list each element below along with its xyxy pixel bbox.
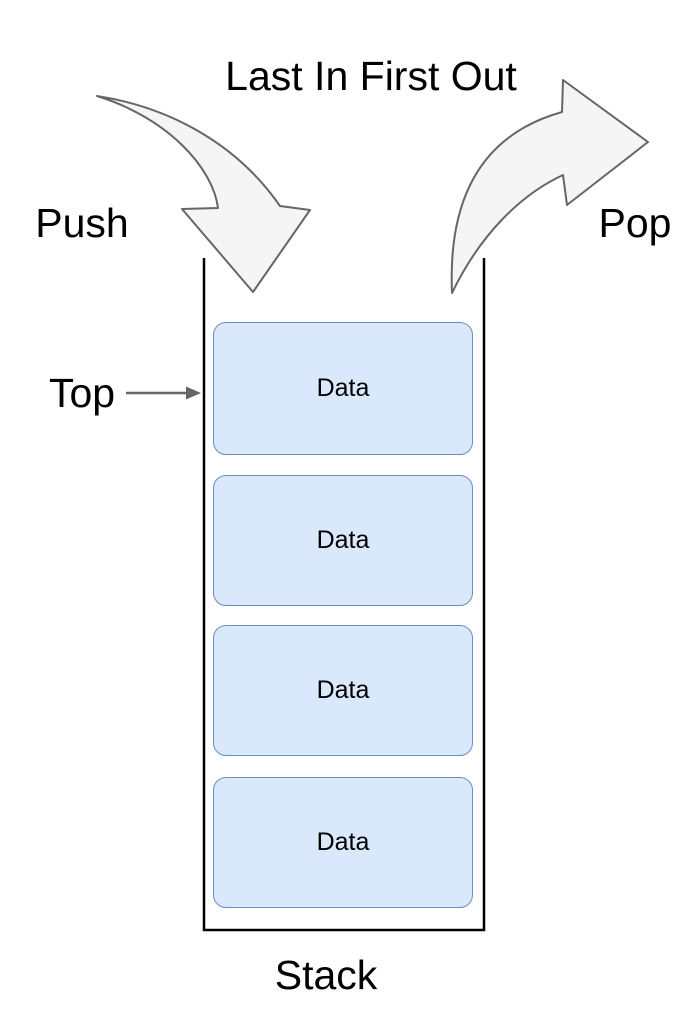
top-pointer-arrowhead-icon [186,386,201,400]
stack-label: Stack [274,952,378,998]
stack-item-label: Data [316,374,370,402]
stack-item-label: Data [316,526,370,554]
stack-container-outline [202,258,486,932]
title-label: Last In First Out [225,53,517,99]
top-label: Top [48,370,116,416]
stack-item: Data [213,475,473,606]
pop-label: Pop [598,200,672,246]
stack-item-label: Data [316,676,370,704]
push-arrow-icon [96,95,311,293]
stack-item: Data [213,322,473,455]
pop-arrow-icon [450,79,649,294]
push-label: Push [35,200,129,246]
stack-item-label: Data [316,828,370,856]
stack-item: Data [213,625,473,756]
stack-item: Data [213,777,473,908]
